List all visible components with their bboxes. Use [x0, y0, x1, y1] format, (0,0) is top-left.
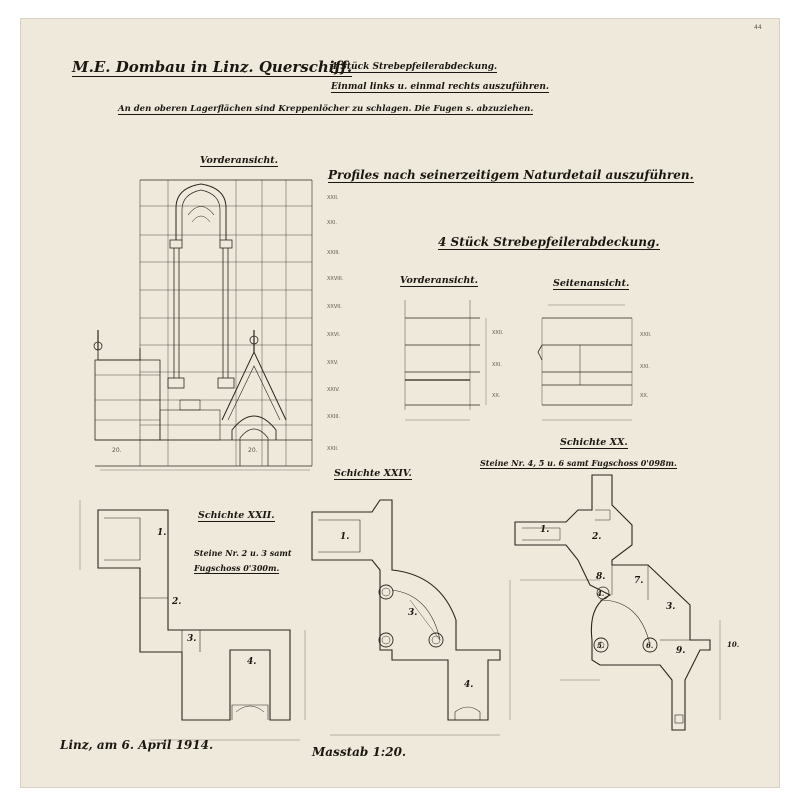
- instruction-note: An den oberen Lagerflächen sind Kreppenl…: [118, 104, 534, 115]
- stone-number: 7.: [634, 576, 644, 586]
- left-elevation: [93, 179, 313, 471]
- layer-label: XXVI.: [327, 332, 341, 338]
- front-view-label: Vorderansicht.: [200, 155, 278, 167]
- layer-label: XXVIII.: [327, 276, 344, 282]
- right-front-view-label: Vorderansicht.: [400, 275, 478, 287]
- schicht-xxii-label: Schichte XXII.: [198, 510, 275, 522]
- right-group-title: 4 Stück Strebepfeilerabdeckung.: [438, 235, 660, 250]
- schicht-xx-note: Steine Nr. 4, 5 u. 6 samt Fugschoss 0'09…: [480, 458, 677, 469]
- layer-label: XXI.: [640, 364, 650, 370]
- right-side-view-label: Seitenansicht.: [553, 278, 630, 290]
- base-number: 20.: [248, 447, 258, 454]
- stone-number: 2.: [172, 597, 182, 607]
- layer-label: XXII.: [492, 330, 504, 336]
- layer-label: XXIII.: [327, 414, 340, 420]
- stone-number: 1.: [157, 528, 167, 538]
- base-number: 20.: [112, 447, 122, 454]
- stone-number: 2.: [592, 532, 602, 542]
- layer-label: XXIII.: [327, 250, 340, 256]
- stone-number: 5.: [597, 641, 605, 650]
- layer-label: XXI.: [492, 362, 502, 368]
- scale-note: Masstab 1:20.: [312, 745, 407, 759]
- title-note-2: Einmal links u. einmal rechts auszuführe…: [331, 82, 549, 93]
- title-note-1: 4 Stück Strebepfeilerabdeckung.: [331, 62, 498, 73]
- schicht-xxii-note-1: Steine Nr. 2 u. 3 samt: [194, 548, 292, 558]
- stone-number: 1.: [340, 532, 350, 542]
- layer-label: XXVII.: [327, 304, 342, 310]
- layer-label: XX.: [640, 393, 649, 399]
- schicht-xxii-note-2: Fugschoss 0'300m.: [194, 563, 280, 574]
- layer-label: XXI.: [327, 220, 337, 226]
- layer-label: XX.: [492, 393, 501, 399]
- stone-number: 4.: [464, 680, 474, 690]
- stone-number: 3.: [666, 602, 676, 612]
- layer-label: XXV.: [327, 360, 339, 366]
- small-front-view: [404, 300, 487, 421]
- profile-note: Profiles nach seinerzeitigem Naturdetail…: [328, 168, 694, 183]
- stone-number: 10.: [727, 640, 740, 649]
- stone-number: 8.: [596, 572, 606, 582]
- date-signature: Linz, am 6. April 1914.: [60, 738, 214, 752]
- stone-number: 4.: [597, 589, 605, 598]
- plan-schichte-xxiv: [311, 499, 511, 736]
- stone-number: 3.: [187, 634, 197, 644]
- stone-number: 4.: [247, 657, 257, 667]
- schicht-xx-label: Schichte XX.: [560, 437, 628, 449]
- stone-number: 9.: [676, 646, 686, 656]
- layer-label: XXIV.: [327, 387, 340, 393]
- stone-number: 1.: [540, 525, 550, 535]
- stone-number: 3.: [408, 608, 418, 618]
- plan-schichte-xxii: [79, 500, 306, 741]
- stone-number: 6.: [646, 641, 654, 650]
- corner-mark: 44: [754, 24, 762, 31]
- layer-label: XXII.: [327, 446, 339, 452]
- layer-label: XXII.: [327, 195, 339, 201]
- schicht-xxiv-label: Schichte XXIV.: [334, 468, 412, 480]
- drawing-title: M.E. Dombau in Linz. Querschiff.: [72, 58, 353, 77]
- layer-label: XXII.: [640, 332, 652, 338]
- plan-schichte-xx: [514, 474, 721, 731]
- small-side-view: [537, 304, 633, 421]
